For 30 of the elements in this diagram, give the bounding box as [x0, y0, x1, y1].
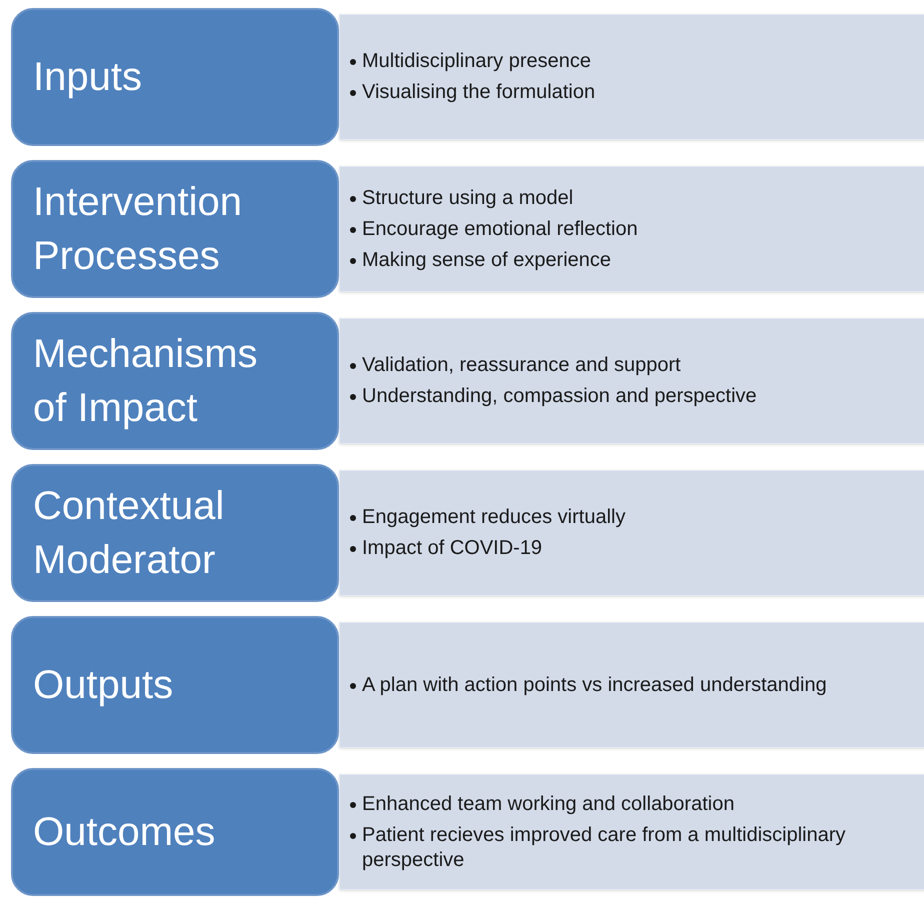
bullet-text: Enhanced team working and collaboration — [362, 792, 734, 816]
category-title: Mechanisms of Impact — [33, 331, 259, 432]
category-box — [11, 464, 339, 602]
category-title: Contextual Moderator — [33, 483, 226, 584]
bullet-panel — [339, 166, 924, 292]
bullet-text: Making sense of experience — [362, 248, 612, 272]
category-box — [11, 768, 339, 896]
bullet-panel — [339, 318, 924, 444]
bullet-text: Multidisciplinary presence — [362, 49, 591, 74]
bullet-text: Encourage emotional reflection — [362, 216, 638, 242]
category-box — [11, 8, 339, 146]
bullet-panel — [339, 470, 924, 596]
category-title: Inputs — [33, 54, 143, 101]
category-box — [11, 616, 339, 754]
bullet-panel — [339, 774, 924, 890]
bullet-panel — [339, 622, 924, 748]
category-box — [11, 312, 339, 450]
bullet-text: Engagement reduces virtually — [362, 505, 626, 530]
category-title: Intervention Processes — [33, 179, 244, 280]
bullet-text: A plan with action points vs increased understanding — [362, 672, 827, 698]
category-box — [11, 160, 339, 298]
category-title: Outcomes — [33, 809, 216, 856]
bullet-text: Impact of COVID-19 — [362, 536, 542, 561]
category-title: Outputs — [33, 662, 174, 709]
bullet-text: Visualising the formulation — [362, 80, 596, 105]
bullet-text: Validation, reassurance and support — [362, 353, 681, 378]
bullet-text: Patient recieves improved care from a multidisciplinary perspective — [362, 822, 847, 872]
bullet-text: Structure using a model — [362, 186, 574, 210]
bullet-text: Understanding, compassion and perspective — [362, 384, 757, 409]
bullet-panel — [339, 14, 924, 140]
